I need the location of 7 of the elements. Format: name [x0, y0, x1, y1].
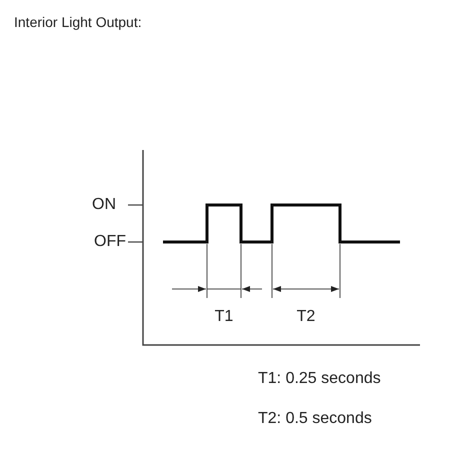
period-label: T1: [214, 308, 234, 326]
title: Interior Light Output:: [14, 13, 142, 32]
level-label: OFF: [93, 233, 126, 251]
note-text: T2: 0.5 seconds: [258, 410, 373, 428]
note-text: T1: 0.25 seconds: [258, 370, 382, 388]
period-label: T2: [296, 308, 316, 326]
level-label: ON: [91, 196, 116, 214]
